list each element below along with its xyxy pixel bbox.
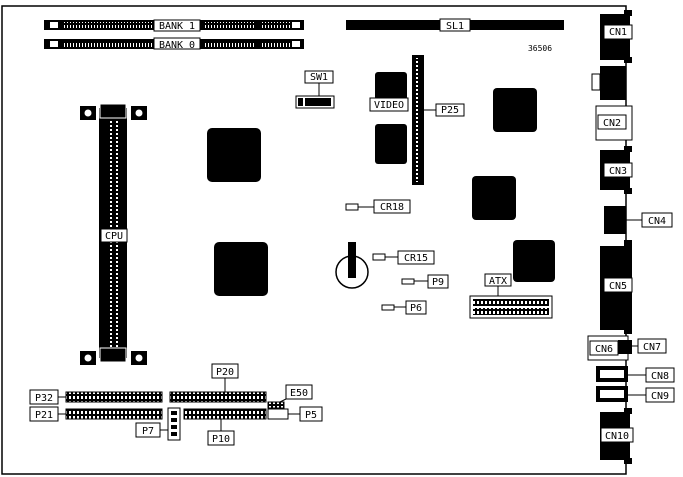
cn9-connector: CN9: [596, 386, 675, 403]
bank0-label: BANK 0: [159, 40, 195, 51]
cn5-label: CN5: [609, 281, 627, 292]
video-label: VIDEO: [374, 100, 404, 111]
p9-label: P9: [432, 277, 444, 288]
p32-header: P32: [29, 389, 163, 405]
p6-label: P6: [410, 303, 422, 314]
cn7-connector: CN7: [618, 338, 667, 354]
cn10-connector: CN10: [600, 408, 634, 464]
cn1-lower-block: [591, 66, 626, 100]
part-number: 36506: [528, 44, 552, 53]
p6-jumper: P6: [381, 300, 427, 315]
bank1-slot: BANK 1: [44, 19, 304, 32]
sw1-label: SW1: [310, 72, 328, 83]
p21-label: P21: [35, 410, 53, 421]
cn6-label: CN6: [595, 344, 613, 355]
p25-connector: P25: [412, 55, 465, 185]
p9-jumper: P9: [401, 274, 449, 289]
p20-header: P20: [169, 363, 267, 403]
chip-lower-right: [513, 240, 555, 282]
sl1-label: SL1: [446, 21, 464, 32]
p21-header: P21: [29, 406, 163, 422]
cpu-slot: CPU: [80, 103, 147, 365]
p10-label: P10: [212, 434, 230, 445]
p5-label: P5: [305, 410, 317, 421]
video-chip-bottom: [375, 124, 407, 164]
cn4-connector: CN4: [604, 206, 673, 234]
chip-upper-right: [493, 88, 537, 132]
p32-label: P32: [35, 393, 53, 404]
cn8-label: CN8: [651, 371, 669, 382]
cr15-label: CR15: [404, 253, 428, 264]
e50-jumper: E50: [267, 384, 313, 409]
cn8-connector: CN8: [596, 366, 675, 383]
cn2-label: CN2: [603, 118, 621, 129]
cn3-label: CN3: [609, 166, 627, 177]
bank1-label: BANK 1: [159, 21, 195, 32]
chip-upper-left: [207, 128, 261, 182]
p10-header: P10: [183, 408, 267, 446]
bank0-slot: BANK 0: [44, 37, 304, 51]
cr18-indicator: CR18: [345, 199, 411, 214]
cn5-connector: CN5: [600, 240, 633, 334]
sw1-switch: SW1: [295, 70, 335, 109]
cn2-connector: CN2: [595, 105, 633, 141]
cn7-label: CN7: [643, 342, 661, 353]
cpu-label: CPU: [105, 231, 123, 242]
e50-label: E50: [290, 388, 308, 399]
chip-lower-left: [214, 242, 268, 296]
p25-label: P25: [441, 105, 459, 116]
p7-header: P7: [135, 407, 181, 441]
cr15-battery: CR15: [335, 242, 435, 289]
chip-mid-right: [472, 176, 516, 220]
cn1-label: CN1: [609, 27, 627, 38]
p7-label: P7: [142, 426, 154, 437]
atx-power-connector: ATX: [469, 273, 553, 319]
cr18-label: CR18: [380, 202, 404, 213]
cn4-label: CN4: [648, 216, 666, 227]
cn1-connector: CN1: [600, 10, 633, 63]
cn10-label: CN10: [605, 431, 629, 442]
cn3-connector: CN3: [600, 146, 633, 194]
sl1-slot: SL1: [346, 18, 564, 32]
p20-label: P20: [216, 367, 234, 378]
video-chip-top: [375, 72, 407, 100]
p5-connector: P5: [267, 406, 323, 422]
cn9-label: CN9: [651, 391, 669, 402]
atx-label: ATX: [489, 276, 507, 287]
